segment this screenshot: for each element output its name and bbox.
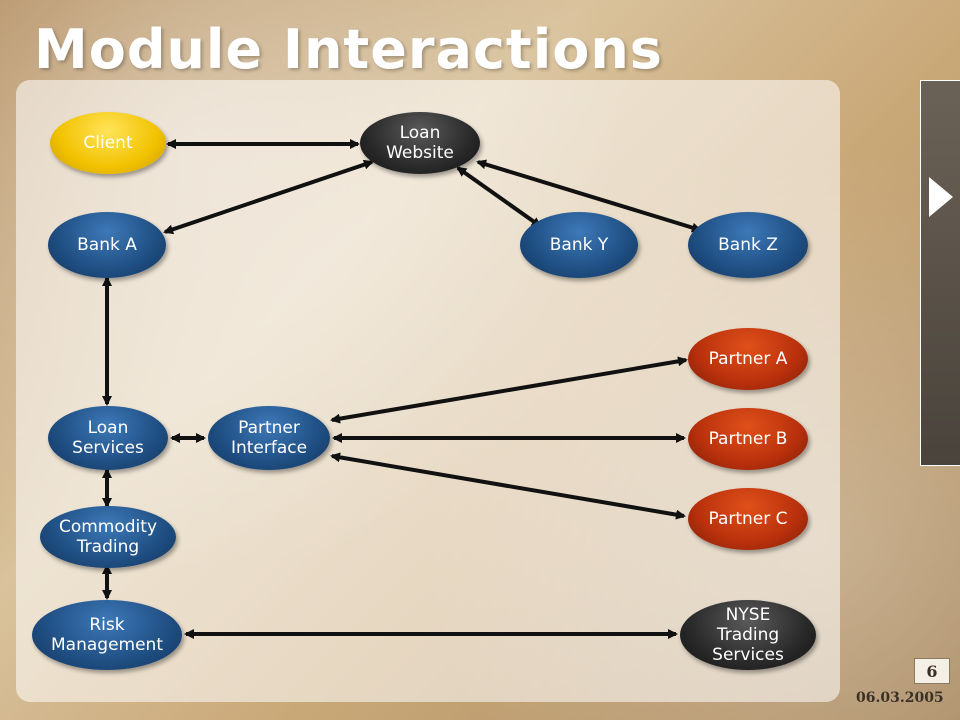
node-partner-b[interactable]: Partner B — [688, 408, 808, 470]
slide-title: Module Interactions — [34, 18, 663, 81]
node-bank-a[interactable]: Bank A — [48, 212, 166, 278]
slide-date: 06.03.2005 — [856, 690, 944, 706]
edge-loan-website-bank-z — [476, 159, 702, 233]
node-loan-website[interactable]: Loan Website — [360, 112, 480, 174]
node-partner-interface[interactable]: Partner Interface — [208, 406, 330, 470]
node-partner-a[interactable]: Partner A — [688, 328, 808, 390]
next-slide-tab[interactable] — [920, 80, 960, 466]
node-partner-c[interactable]: Partner C — [688, 488, 808, 550]
edge-partner-interface-partner-c — [330, 452, 686, 520]
node-commodity-trading[interactable]: Commodity Trading — [40, 506, 176, 568]
edge-bank-a-loan-website — [163, 159, 374, 235]
node-loan-services[interactable]: Loan Services — [48, 406, 168, 470]
page-number: 6 — [914, 658, 950, 684]
node-risk-management[interactable]: Risk Management — [32, 600, 182, 670]
node-nyse-trading-services[interactable]: NYSE Trading Services — [680, 600, 816, 670]
node-bank-y[interactable]: Bank Y — [520, 212, 638, 278]
node-client[interactable]: Client — [50, 112, 166, 174]
play-arrow-icon — [929, 177, 953, 217]
edge-partner-interface-partner-a — [330, 356, 688, 424]
node-bank-z[interactable]: Bank Z — [688, 212, 808, 278]
